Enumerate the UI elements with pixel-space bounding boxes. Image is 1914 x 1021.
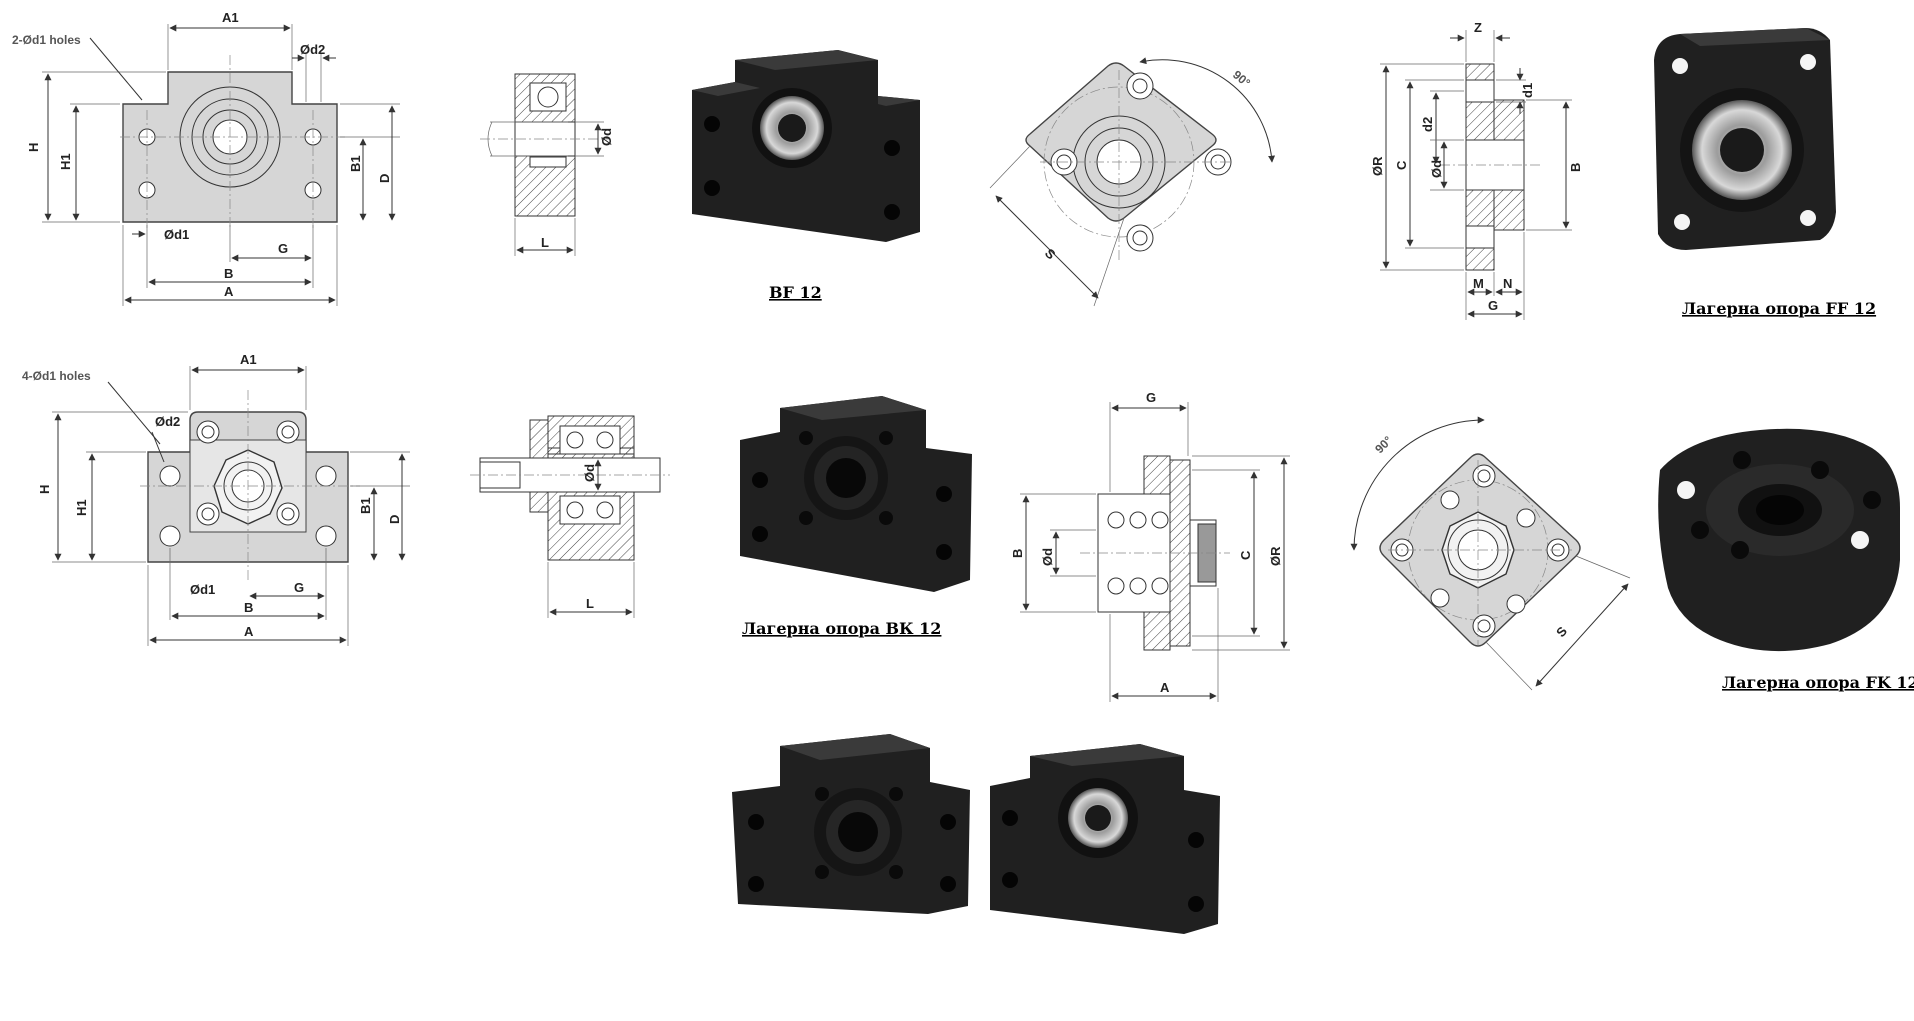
fk-dim-d: Ød <box>1040 548 1055 566</box>
bf-caption: BF 12 <box>769 283 822 302</box>
ff-dim-m: M <box>1473 276 1484 291</box>
bk-dim-d: D <box>387 515 402 524</box>
fk-dim-r: ØR <box>1268 546 1283 566</box>
bk-dim-g: G <box>294 580 304 595</box>
bf-front-view: 2-Ød1 holes A1 Ød2 H H1 B1 D Ød1 G B A <box>12 10 400 306</box>
ff-section-view: Z d1 d2 ØR C Ød B M N G <box>1370 20 1583 320</box>
bk-dim-d2: Ød2 <box>155 414 180 429</box>
bf-holes-note: 2-Ød1 holes <box>12 33 81 47</box>
ff-photo: Лагерна опора FF 12 <box>1654 28 1876 318</box>
bk-caption: Лагерна опора ВК 12 <box>742 619 941 638</box>
bf-dim-d1: Ød1 <box>164 227 189 242</box>
ff-dim-d1: d1 <box>1520 83 1535 98</box>
ff-dim-d2: d2 <box>1420 117 1435 132</box>
bk-dim-a: A <box>244 624 254 639</box>
ff-angle: 90° <box>1230 68 1253 91</box>
bk-photo: Лагерна опора ВК 12 <box>740 396 972 638</box>
bf-section-view: Ød L <box>480 73 614 256</box>
ff-caption: Лагерна опора FF 12 <box>1682 299 1876 318</box>
pair-photo <box>732 734 1220 934</box>
fk-dim-c: C <box>1238 550 1253 560</box>
ff-dim-s: S <box>1042 246 1059 263</box>
bf-dim-d2: Ød2 <box>300 42 325 57</box>
bf-dim-a: A <box>224 284 234 299</box>
bf-photo: BF 12 <box>692 50 920 302</box>
ff-dim-b: B <box>1568 163 1583 172</box>
bf-section-l: L <box>541 235 549 250</box>
ff-dim-z: Z <box>1474 20 1482 35</box>
fk-photo: Лагерна опора FK 12 <box>1658 428 1914 692</box>
bf-dim-a1: A1 <box>222 10 239 25</box>
bk-section-d: Ød <box>582 464 597 482</box>
fk-dim-s: S <box>1553 623 1570 640</box>
bf-dim-g: G <box>278 241 288 256</box>
bk-dim-h1: H1 <box>74 499 89 516</box>
fk-square-view: 90° S <box>1350 416 1631 691</box>
fk-angle: 90° <box>1372 433 1395 456</box>
ff-dim-d: Ød <box>1429 160 1444 178</box>
ff-dim-r: ØR <box>1370 156 1385 176</box>
bk-section-view: Ød L <box>470 415 670 618</box>
bk-section-l: L <box>586 596 594 611</box>
bk-front-view: 4-Ød1 holes A1 Ød2 H H1 B1 D Ød1 G B A <box>22 352 410 646</box>
bf-dim-b: B <box>224 266 233 281</box>
bf-dim-d: D <box>377 174 392 183</box>
bk-dim-b1: B1 <box>358 497 373 514</box>
ff-dim-c: C <box>1394 160 1409 170</box>
bf-dim-h1: H1 <box>58 153 73 170</box>
fk-caption: Лагерна опора FK 12 <box>1722 673 1914 692</box>
bf-dim-h: H <box>26 143 41 152</box>
ff-dim-n: N <box>1503 276 1512 291</box>
bk-dim-d1: Ød1 <box>190 582 215 597</box>
fk-section-view: G B Ød C ØR A <box>1010 390 1290 702</box>
bf-section-d: Ød <box>599 128 614 146</box>
bk-dim-b: B <box>244 600 253 615</box>
bk-dim-a1: A1 <box>240 352 257 367</box>
fk-dim-b: B <box>1010 549 1025 558</box>
fk-dim-a: A <box>1160 680 1170 695</box>
bk-dim-h: H <box>37 485 52 494</box>
ff-dim-g: G <box>1488 298 1498 313</box>
bf-dim-b1: B1 <box>348 155 363 172</box>
ff-square-view: 90° S <box>989 57 1276 307</box>
bk-holes-note: 4-Ød1 holes <box>22 369 91 383</box>
fk-dim-g: G <box>1146 390 1156 405</box>
